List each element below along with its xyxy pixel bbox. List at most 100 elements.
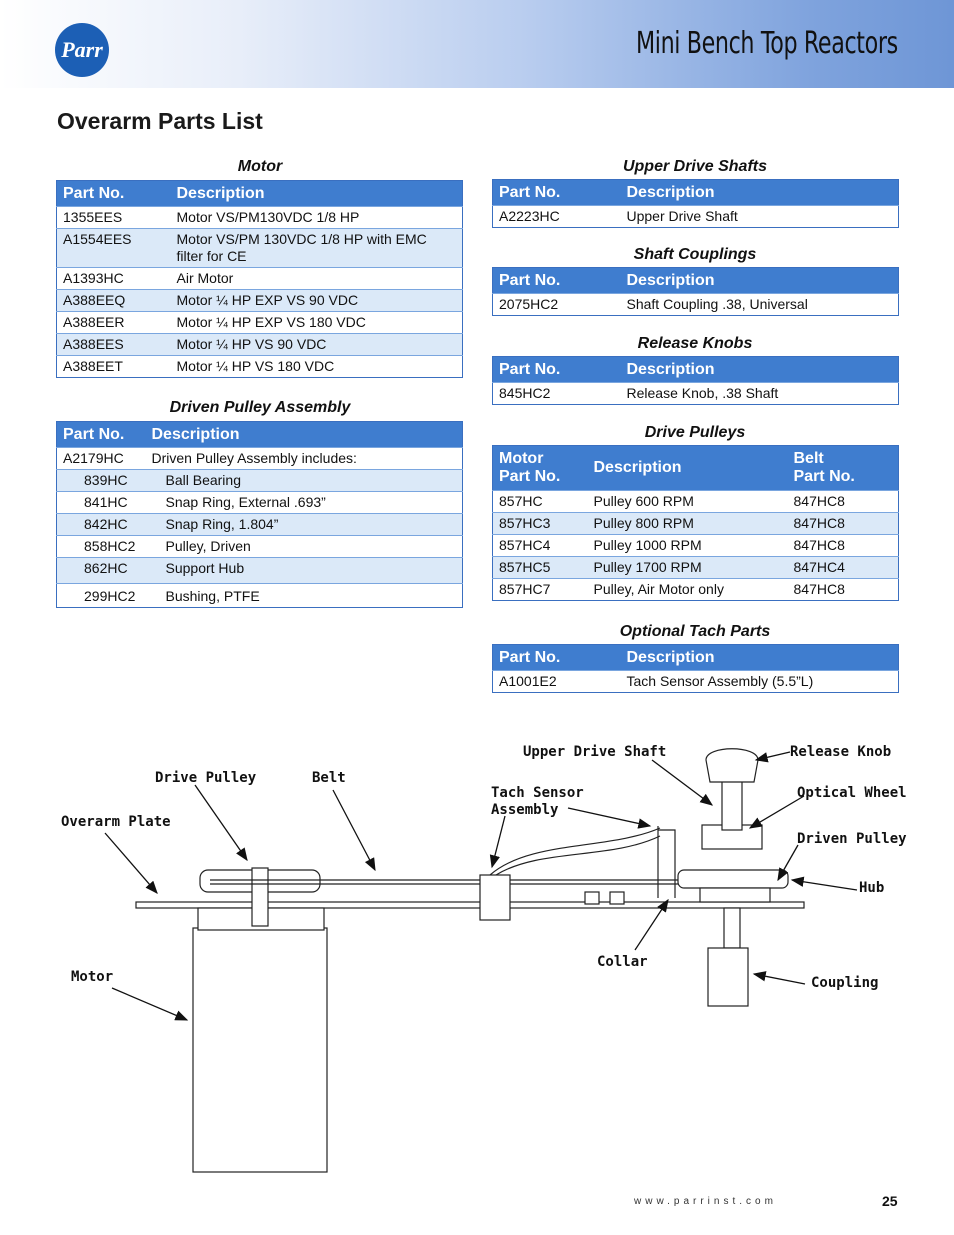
label-driven-pulley: Driven Pulley [797, 831, 907, 847]
shaft-couplings-caption: Shaft Couplings [633, 246, 757, 263]
description: Motor VS/PM130VDC 1/8 HP [170, 206, 463, 229]
part-no: A388EET [56, 355, 171, 378]
description: Motor ¼ HP EXP VS 90 VDC [170, 289, 463, 312]
col-description: Description [170, 180, 463, 207]
page-title: Overarm Parts List [57, 108, 263, 134]
part-no: 841HC [56, 491, 146, 514]
motor-caption: Motor [237, 158, 283, 175]
part-no: A1001E2 [492, 670, 621, 693]
label-overarm-plate: Overarm Plate [61, 814, 171, 830]
belt-label: Belt [793, 450, 824, 467]
label-upper-drive-shaft: Upper Drive Shaft [523, 744, 666, 760]
driven-pulley-caption: Driven Pulley Assembly [169, 399, 351, 416]
belt-shape [210, 879, 740, 885]
col-description: Description [620, 644, 899, 671]
motor-part-no: 857HC4 [492, 534, 588, 557]
label-hub: Hub [859, 880, 884, 896]
col-description: Description [587, 445, 788, 491]
label-collar: Collar [597, 954, 648, 970]
part-no: A1393HC [56, 267, 171, 290]
footer-url[interactable]: www.parrinst.com [634, 1196, 777, 1207]
description: Tach Sensor Assembly (5.5”L) [620, 670, 899, 693]
table-header: Part No. Description [492, 179, 899, 206]
part-no: A2179HC [56, 447, 146, 470]
description: Pulley 600 RPM [587, 490, 788, 513]
label-coupling: Coupling [811, 975, 878, 991]
part-no: 845HC2 [492, 382, 621, 405]
belt-part-no: 847HC8 [787, 490, 899, 513]
drive-pulleys-caption: Drive Pulleys [644, 424, 746, 441]
label-drive-pulley: Drive Pulley [155, 770, 257, 786]
description: Pulley 1000 RPM [587, 534, 788, 557]
motor-part-no: 857HC5 [492, 556, 588, 579]
part-no-label: Part No. [499, 468, 561, 485]
part-no: 858HC2 [56, 535, 146, 558]
part-no: 862HC [56, 557, 146, 584]
description: Snap Ring, 1.804” [145, 513, 463, 536]
col-part-no: Part No. [56, 421, 146, 448]
motor-shape [192, 927, 328, 1173]
part-no: A1554EES [56, 228, 171, 268]
part-no-label: Part No. [793, 468, 855, 485]
table-header: Part No. Description [492, 644, 899, 671]
col-description: Description [620, 179, 899, 206]
part-no: 299HC2 [56, 583, 146, 608]
description: Support Hub [145, 557, 463, 584]
part-no: 842HC [56, 513, 146, 536]
col-part-no: Part No. [492, 179, 621, 206]
release-knob-shape [705, 748, 759, 783]
part-no: A388EES [56, 333, 171, 356]
label-belt: Belt [312, 770, 346, 786]
header-band [0, 0, 954, 88]
part-no: 1355EES [56, 206, 171, 229]
table-header: Part No. Description [492, 267, 899, 294]
motor-part-no: 857HC3 [492, 512, 588, 535]
description: Pulley, Driven [145, 535, 463, 558]
coupling-shape [707, 947, 749, 1007]
col-part-no: Part No. [492, 644, 621, 671]
belt-part-no: 847HC8 [787, 512, 899, 535]
overarm-plate-shape [135, 901, 805, 909]
motor-part-no: 857HC [492, 490, 588, 513]
col-description: Description [620, 356, 899, 383]
table-header: Part No. Description [492, 356, 899, 383]
description: Air Motor [170, 267, 463, 290]
belt-part-no: 847HC8 [787, 578, 899, 601]
description: Motor ¼ HP VS 180 VDC [170, 355, 463, 378]
description: Release Knob, .38 Shaft [620, 382, 899, 405]
description: Snap Ring, External .693” [145, 491, 463, 514]
parr-logo: Parr [55, 23, 109, 77]
label-motor: Motor [71, 969, 113, 985]
label-release-knob: Release Knob [790, 744, 891, 760]
belt-part-no: 847HC8 [787, 534, 899, 557]
label-tach-sensor: Tach Sensor [491, 785, 584, 801]
description: Pulley, Air Motor only [587, 578, 788, 601]
col-part-no: Part No. [492, 356, 621, 383]
col-part-no: Part No. [492, 267, 621, 294]
description: Ball Bearing [145, 469, 463, 492]
